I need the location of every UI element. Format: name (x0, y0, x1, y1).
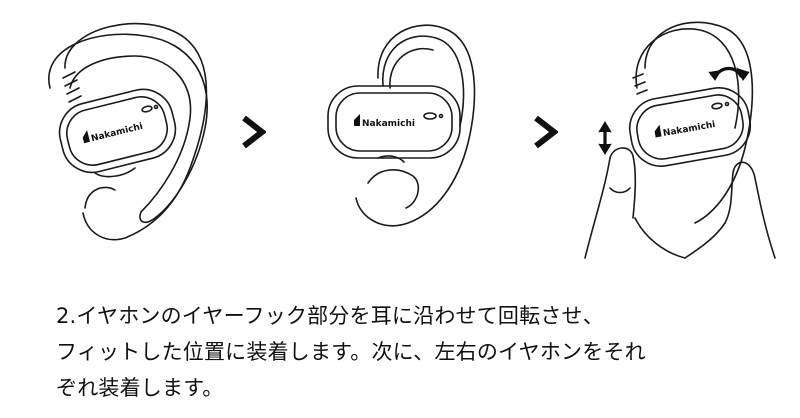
ear-hook (48, 33, 208, 224)
ear-outline (644, 21, 754, 224)
step-2-illustration: Nakamichi (327, 24, 476, 227)
earbud-body (327, 85, 461, 159)
ear-hook (382, 35, 465, 127)
illustration-strip: Nakamichi Nakamichi (48, 21, 776, 259)
next-step-arrow-icon (242, 115, 266, 149)
instruction-line-3: ぞれ装着します。 (56, 376, 224, 400)
brand-logo: Nakamichi (362, 119, 415, 129)
ear-outline (355, 24, 476, 227)
brand-logo: Nakamichi (662, 120, 716, 139)
earbud-body (628, 87, 752, 167)
next-step-arrow-icon (534, 115, 558, 149)
ear-outline (64, 22, 208, 241)
earbud-body (58, 88, 177, 174)
ear-hook (635, 28, 740, 129)
step-3-illustration: Nakamichi (584, 21, 776, 259)
instruction-line-2: フィットした位置に装着します。次に、左右のイヤホンをそれ (56, 340, 646, 364)
instruction-line-1: 2.イヤホンのイヤーフック部分を耳に沿わせて回転させ、 (56, 304, 604, 328)
brand-logo: Nakamichi (90, 122, 144, 145)
step-1-illustration: Nakamichi (48, 22, 208, 241)
instruction-text: 2.イヤホンのイヤーフック部分を耳に沿わせて回転させ、 フィットした位置に装着し… (56, 298, 796, 406)
fingers (724, 161, 776, 259)
thumb (584, 147, 637, 259)
